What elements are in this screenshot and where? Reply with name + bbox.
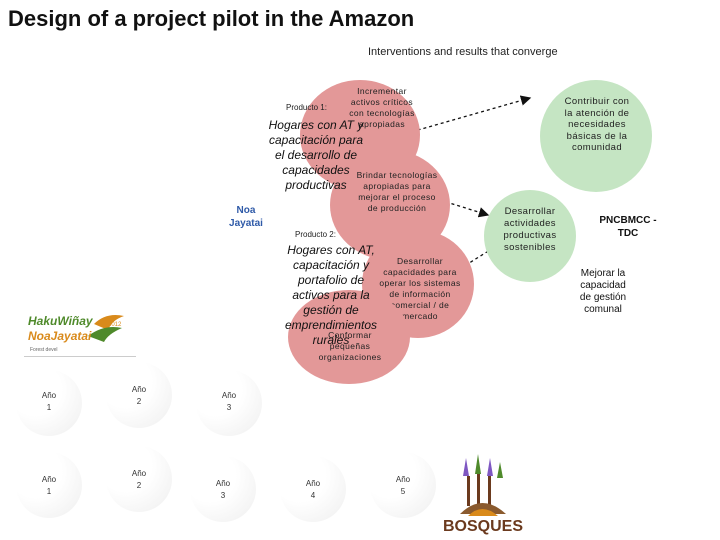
- basic-needs-text: Contribuir con la atención de necesidade…: [564, 96, 630, 153]
- bosques-logo-text: BOSQUES: [442, 518, 523, 535]
- organizations-circle: [288, 290, 410, 384]
- year-circle-bottom-2: [106, 446, 172, 512]
- year-circle-bottom-3: [190, 456, 256, 522]
- productive-activities-circle: [484, 190, 576, 282]
- logo-line2: NoaJayatai: [28, 329, 92, 343]
- bosques-logo: BOSQUES: [442, 452, 524, 538]
- bosques-logo-graphic: [460, 454, 506, 516]
- diagram-subtitle: Interventions and results that converge: [368, 46, 558, 58]
- technology-circle-text: Brindar tecnologías apropiadas para mejo…: [356, 170, 438, 213]
- assets-circle-text: Incrementar activos críticos con tecnolo…: [349, 86, 415, 129]
- year-circle-top-3: [196, 370, 262, 436]
- product1-text: Hogares con AT y capacitación para el de…: [268, 118, 364, 192]
- product1-label: Producto 1:: [286, 103, 327, 112]
- product2-label: Producto 2:: [295, 230, 336, 239]
- logo-small-text: Forest devel: [30, 347, 58, 353]
- product2-text: Hogares con AT, capacitación y portafoli…: [284, 243, 378, 347]
- noa-jayatai-label: Noa Jayatai: [229, 205, 263, 229]
- year-circle-top-1: [16, 370, 82, 436]
- page-title: Design of a project pilot in the Amazon: [8, 6, 415, 31]
- year-circle-bottom-5: [370, 452, 436, 518]
- market-circle-text: Desarrollar capacidades para operar los …: [379, 256, 461, 321]
- logo-year: 2012: [108, 322, 122, 328]
- haku-winay-logo: HakuWiñay 2012 NoaJayatai Forest devel: [24, 310, 136, 360]
- haku-winay-logo-graphic: [24, 315, 136, 357]
- year-circle-top-2: [106, 362, 172, 428]
- basic-needs-circle: [540, 80, 652, 192]
- organizations-circle-text: Conformar pequeñas organizaciones: [318, 330, 382, 362]
- productive-activities-text: Desarrollar actividades productivas sost…: [503, 206, 557, 253]
- year-circle-bottom-4: [280, 456, 346, 522]
- community-management-text: Mejorar la capacidad de gestión comunal: [579, 268, 627, 315]
- year-circle-bottom-1: [16, 452, 82, 518]
- logo-line1: HakuWiñay: [28, 314, 93, 328]
- pncbmcc-label: PNCBMCC - TDC: [599, 215, 657, 239]
